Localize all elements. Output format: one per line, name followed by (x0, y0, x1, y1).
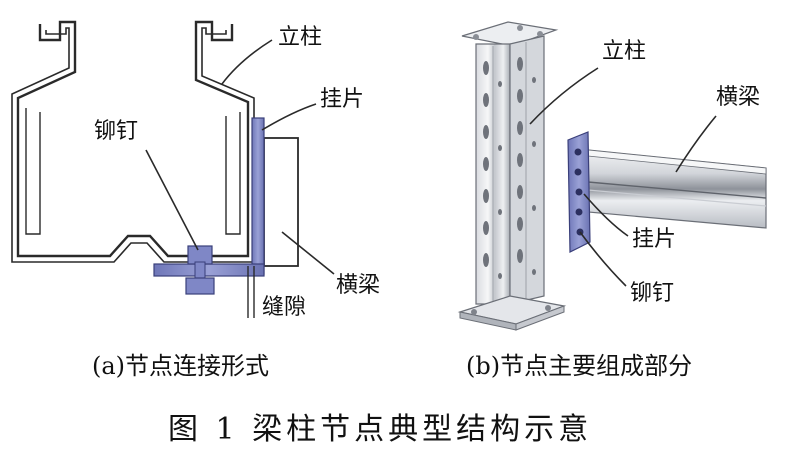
column-section-inner (11, 27, 255, 263)
column-body-right (509, 35, 545, 305)
column-section-outline (16, 20, 250, 258)
leader-column-a (221, 39, 273, 85)
leader-beam-a (281, 231, 335, 275)
beam-end (263, 137, 299, 267)
rivet-head-top (187, 245, 213, 265)
leader-beam-b (675, 115, 717, 173)
label-beam-a: 横梁 (336, 273, 380, 298)
leader-hanger-b (583, 193, 629, 237)
caption-panel-a: (a)节点连接形式 (92, 352, 270, 380)
label-rivet-b: 铆钉 (630, 281, 674, 306)
label-gap-a: 缝隙 (262, 295, 306, 320)
panel-a-drawing: 立柱 挂片 铆钉 横梁 缝隙 (11, 20, 380, 320)
leader-rivet-a (145, 149, 199, 251)
label-rivet-a: 铆钉 (94, 119, 138, 144)
label-column-b: 立柱 (602, 39, 646, 64)
label-hanger-b: 挂片 (632, 227, 676, 252)
panel-b-drawing: 立柱 横梁 挂片 铆钉 (457, 21, 767, 331)
label-hanger-a: 挂片 (320, 87, 364, 112)
label-column-a: 立柱 (278, 25, 322, 50)
figure-title: 图 1 梁柱节点典型结构示意 (168, 412, 593, 447)
hanger-plate (251, 117, 265, 275)
column-inner-web-right (225, 112, 241, 235)
leader-column-b (529, 67, 599, 125)
column-top-plate (461, 21, 559, 47)
caption-panel-b: (b)节点主要组成部分 (466, 352, 693, 380)
rivet-shank (194, 261, 206, 281)
leader-hanger-a (261, 103, 317, 131)
label-beam-b: 横梁 (716, 85, 760, 110)
leader-rivet-b (579, 231, 627, 287)
rivet-head-bottom (185, 277, 215, 295)
column-slots (483, 57, 536, 279)
column-inner-web (25, 108, 41, 235)
